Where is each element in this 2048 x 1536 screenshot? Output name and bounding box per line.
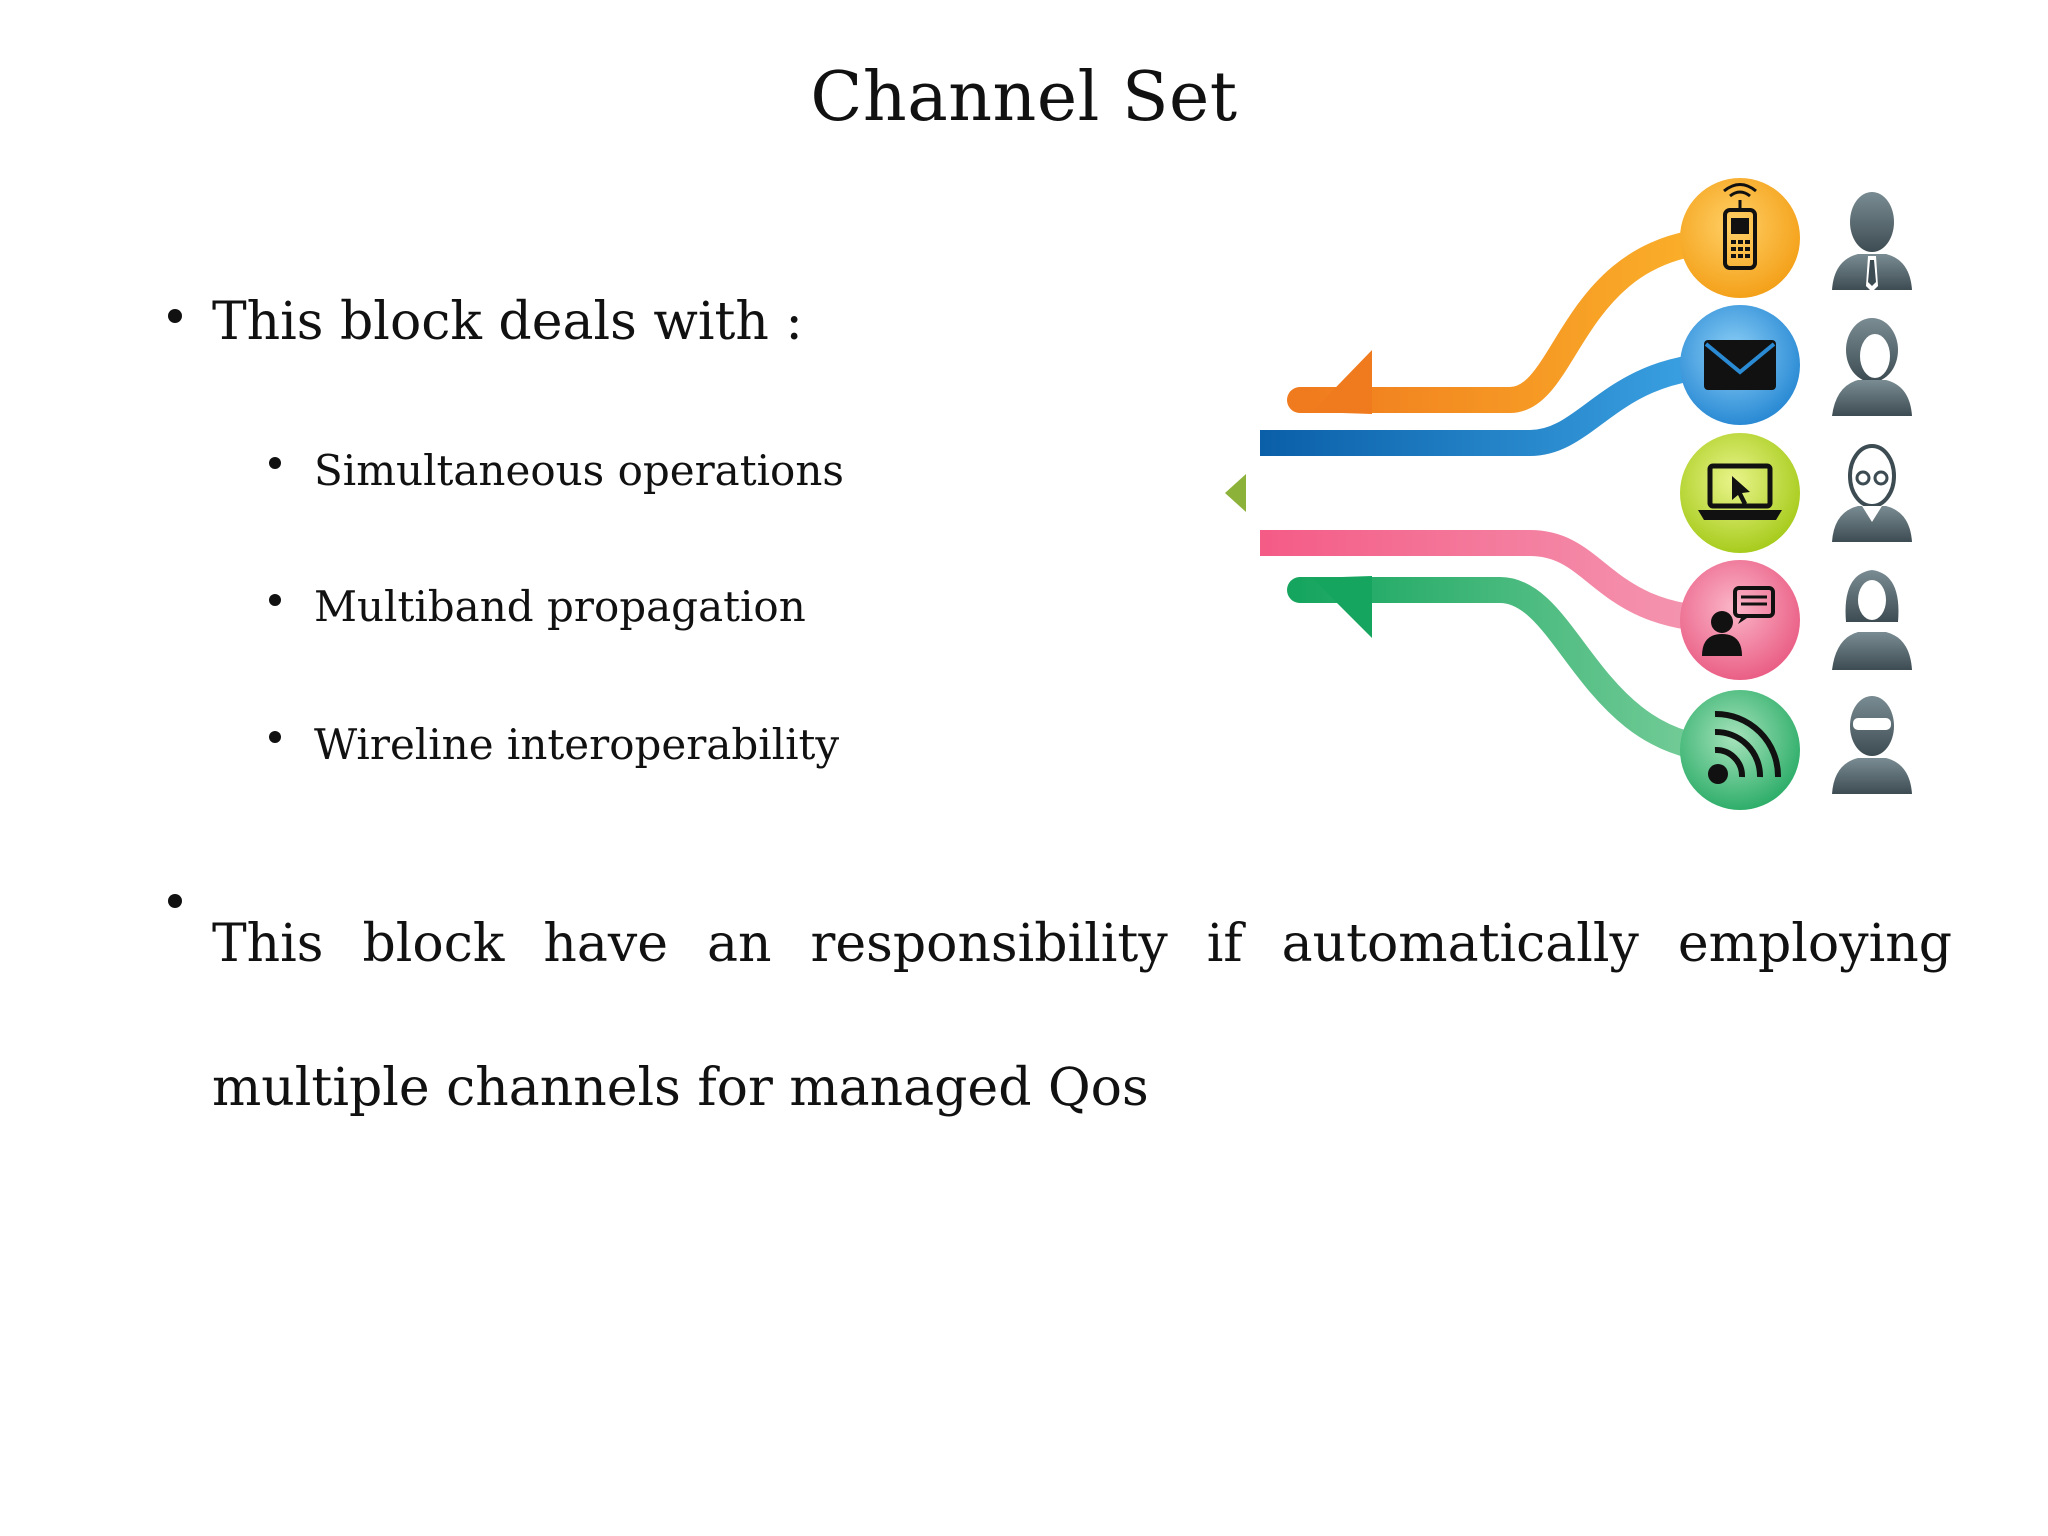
sub-bullet-dot — [269, 457, 281, 469]
man-with-goggles-icon — [1832, 696, 1912, 794]
ribbon-lime — [1225, 474, 1740, 512]
sub-bullet-3-text: Wireline interoperability — [314, 720, 840, 769]
man-with-tie-icon — [1832, 192, 1912, 292]
woman-long-hair-icon — [1832, 570, 1912, 670]
bullet-dot — [168, 309, 182, 323]
bullet-dot — [168, 894, 182, 908]
page-title: Channel Set — [810, 58, 1238, 137]
ribbon-green — [1287, 576, 1743, 763]
chat-user-icon — [1680, 560, 1800, 680]
bullet-2-text: This block have an responsibility if aut… — [212, 914, 1952, 1118]
laptop-icon — [1680, 433, 1800, 553]
ribbon-orange — [1287, 227, 1743, 414]
sub-bullet-dot — [269, 731, 281, 743]
channels-illustration — [1225, 178, 1912, 810]
sub-bullet-1-text: Simultaneous operations — [314, 446, 844, 495]
mobile-phone-icon — [1680, 178, 1800, 298]
man-with-glasses-icon — [1832, 444, 1912, 542]
bullet-1-text: This block deals with : — [212, 292, 803, 352]
envelope-icon — [1680, 305, 1800, 425]
wifi-icon — [1680, 690, 1800, 810]
sub-bullet-dot — [269, 594, 281, 606]
woman-icon — [1832, 318, 1912, 416]
sub-bullet-2-text: Multiband propagation — [314, 582, 806, 631]
